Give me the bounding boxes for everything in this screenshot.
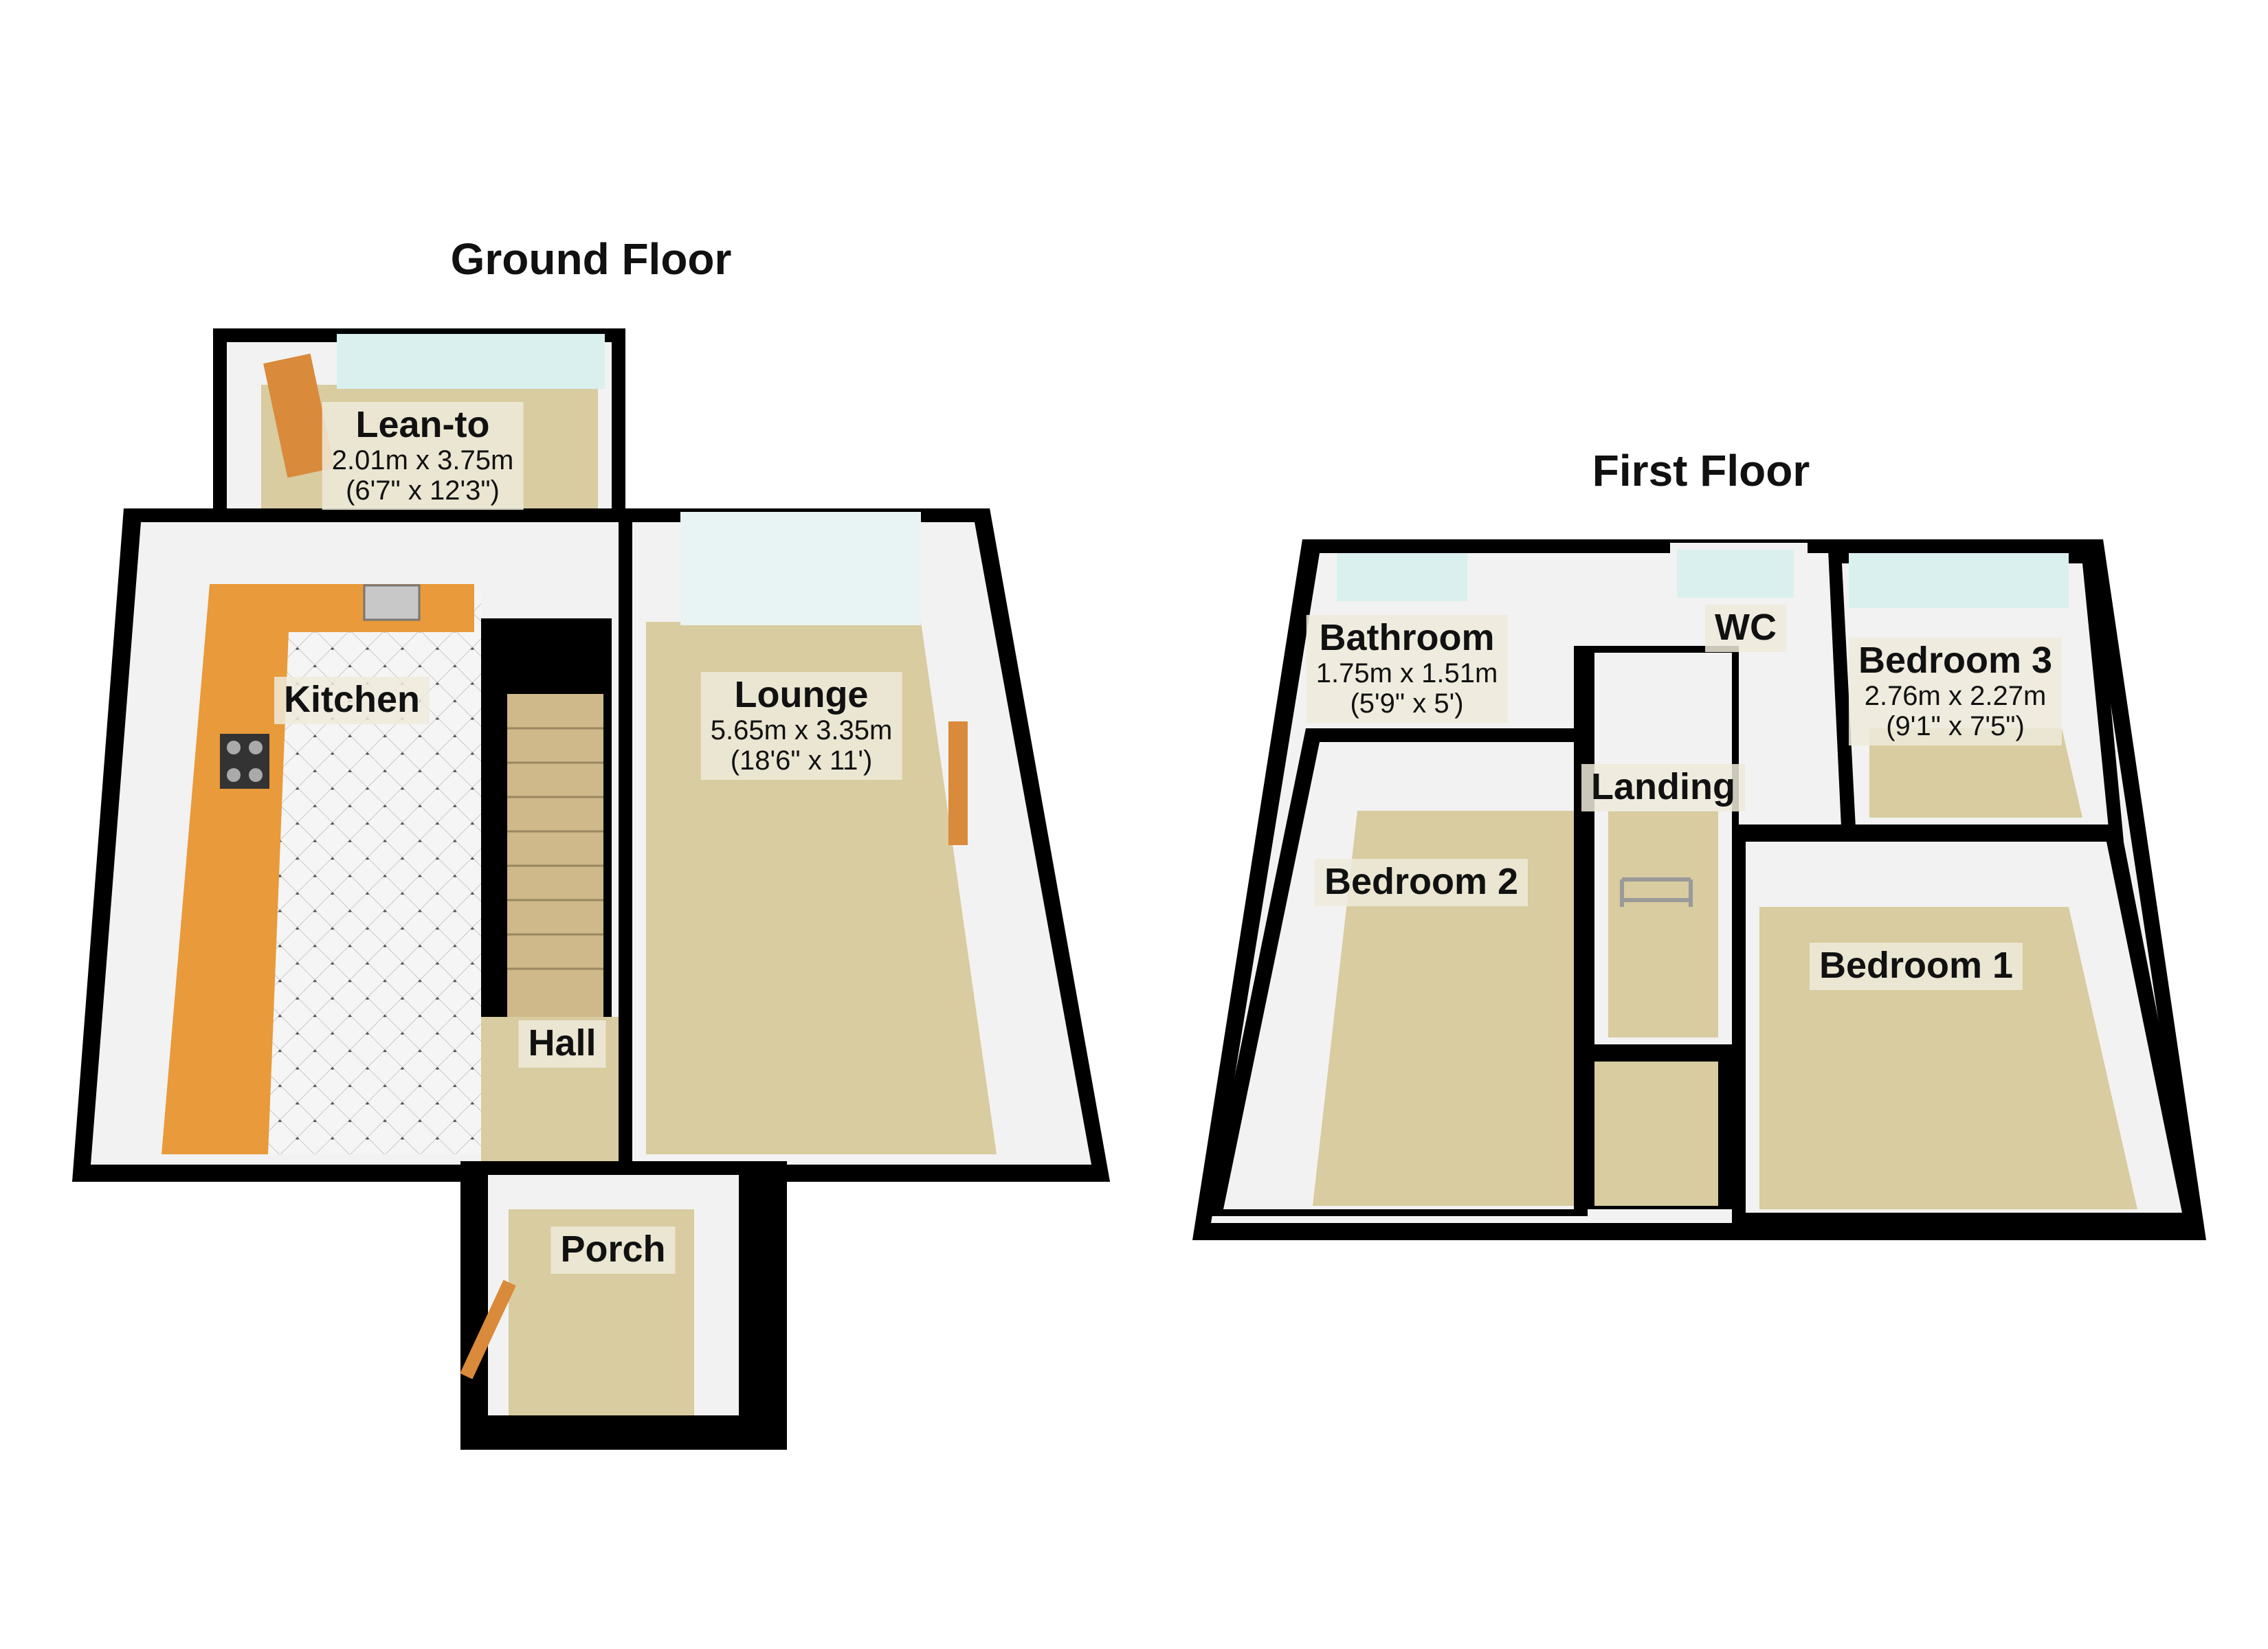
room-dimension-imperial: (6'7" x 12'3") — [346, 475, 500, 506]
room-dimension-imperial: (5'9" x 5') — [1350, 688, 1464, 719]
room-name: Lean-to — [355, 404, 490, 445]
room-name: Bedroom 2 — [1324, 861, 1519, 902]
room-dimension-metric: 2.76m x 2.27m — [1864, 681, 2047, 712]
room-name: Landing — [1591, 766, 1735, 807]
leanto-door — [263, 353, 335, 478]
porch-door — [460, 1279, 516, 1380]
room-dimension-metric: 2.01m x 3.75m — [331, 445, 514, 476]
room-label-lounge: Lounge 5.65m x 3.35m (18'6" x 11') — [700, 672, 902, 781]
bedroom1-room — [1732, 824, 2199, 1230]
room-label-leanto: Lean-to 2.01m x 3.75m (6'7" x 12'3") — [322, 402, 524, 511]
room-name: Bedroom 1 — [1819, 945, 2014, 986]
leanto-window — [337, 334, 605, 389]
room-name: WC — [1715, 607, 1777, 648]
ground-stairs — [481, 618, 612, 1024]
room-label-wc: WC — [1705, 605, 1786, 653]
kitchen-sink — [363, 584, 421, 621]
room-label-kitchen: Kitchen — [274, 677, 430, 725]
room-name: Bedroom 3 — [1858, 640, 2053, 681]
porch-room — [460, 1161, 787, 1450]
room-label-bedroom1: Bedroom 1 — [1809, 943, 2023, 991]
room-name: Porch — [560, 1229, 666, 1270]
room-dimension-metric: 1.75m x 1.51m — [1315, 658, 1498, 689]
ground-floor-title: Ground Floor — [450, 234, 732, 284]
bedroom3-window — [1849, 553, 2069, 608]
room-name: Bathroom — [1319, 617, 1495, 658]
room-label-landing: Landing — [1581, 764, 1745, 812]
kitchen-room — [162, 584, 491, 1154]
room-name: Lounge — [734, 674, 869, 715]
room-dimension-metric: 5.65m x 3.35m — [710, 715, 893, 746]
room-label-bathroom: Bathroom 1.75m x 1.51m (5'9" x 5') — [1306, 615, 1508, 723]
room-label-porch: Porch — [551, 1226, 676, 1275]
room-label-bedroom2: Bedroom 2 — [1314, 859, 1528, 907]
room-label-bedroom3: Bedroom 3 2.76m x 2.27m (9'1" x 7'5") — [1848, 638, 2063, 746]
room-label-hall: Hall — [518, 1020, 606, 1068]
landing-stair-rail — [1620, 877, 1693, 907]
room-name: Kitchen — [283, 679, 421, 720]
first-floor-title: First Floor — [1592, 446, 1810, 495]
wc-window — [1677, 550, 1794, 598]
lounge-window — [680, 512, 921, 625]
room-name: Hall — [528, 1022, 597, 1064]
kitchen-hob — [220, 734, 269, 789]
lounge-fireplace — [948, 721, 968, 845]
lounge-room — [619, 508, 1110, 1182]
kitchen-worktop — [162, 584, 474, 1154]
room-dimension-imperial: (9'1" x 7'5") — [1886, 711, 2025, 742]
room-dimension-imperial: (18'6" x 11') — [730, 745, 873, 776]
bathroom-window — [1337, 553, 1467, 601]
ground-floor-plan — [72, 328, 1110, 1450]
landing-room — [1574, 646, 1739, 1209]
